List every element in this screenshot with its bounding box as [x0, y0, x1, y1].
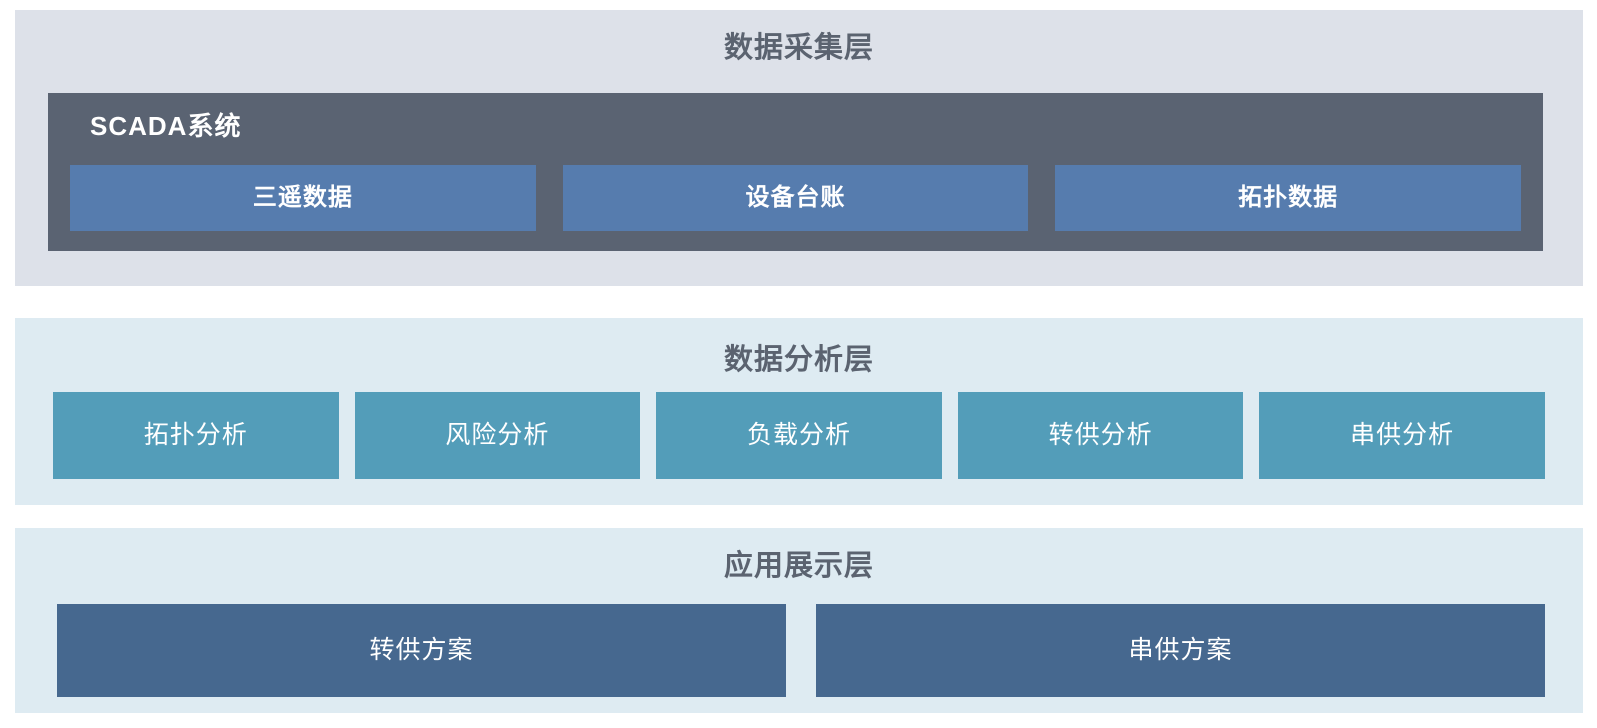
layer-title-data-collection: 数据采集层 — [723, 32, 874, 64]
node-topology-data: 拓扑数据 — [1055, 165, 1522, 231]
layer-data-collection: 数据采集层 SCADA系统 三遥数据 设备台账 拓扑数据 — [15, 10, 1583, 286]
node-equipment-ledger: 设备台账 — [562, 165, 1029, 231]
application-items-row: 转供方案 串供方案 — [57, 604, 1545, 697]
layer-title-application-display: 应用展示层 — [723, 550, 874, 582]
node-series-supply-plan: 串供方案 — [816, 604, 1545, 697]
node-transfer-supply-analysis: 转供分析 — [957, 392, 1244, 479]
node-transfer-supply-plan: 转供方案 — [57, 604, 786, 697]
layer-application-display: 应用展示层 转供方案 串供方案 — [15, 528, 1583, 713]
node-remote-data: 三遥数据 — [70, 165, 536, 231]
node-risk-analysis: 风险分析 — [354, 392, 641, 479]
scada-system-label: SCADA系统 — [90, 111, 242, 141]
node-series-supply-analysis: 串供分析 — [1259, 392, 1545, 479]
analysis-items-row: 拓扑分析 风险分析 负载分析 转供分析 串供分析 — [53, 392, 1545, 479]
scada-items-row: 三遥数据 设备台账 拓扑数据 — [70, 165, 1522, 231]
node-topology-analysis: 拓扑分析 — [53, 392, 339, 479]
layer-title-data-analysis: 数据分析层 — [723, 344, 874, 376]
scada-system-box: SCADA系统 三遥数据 设备台账 拓扑数据 — [48, 93, 1543, 251]
layer-data-analysis: 数据分析层 拓扑分析 风险分析 负载分析 转供分析 串供分析 — [15, 318, 1583, 505]
node-load-analysis: 负载分析 — [656, 392, 942, 479]
